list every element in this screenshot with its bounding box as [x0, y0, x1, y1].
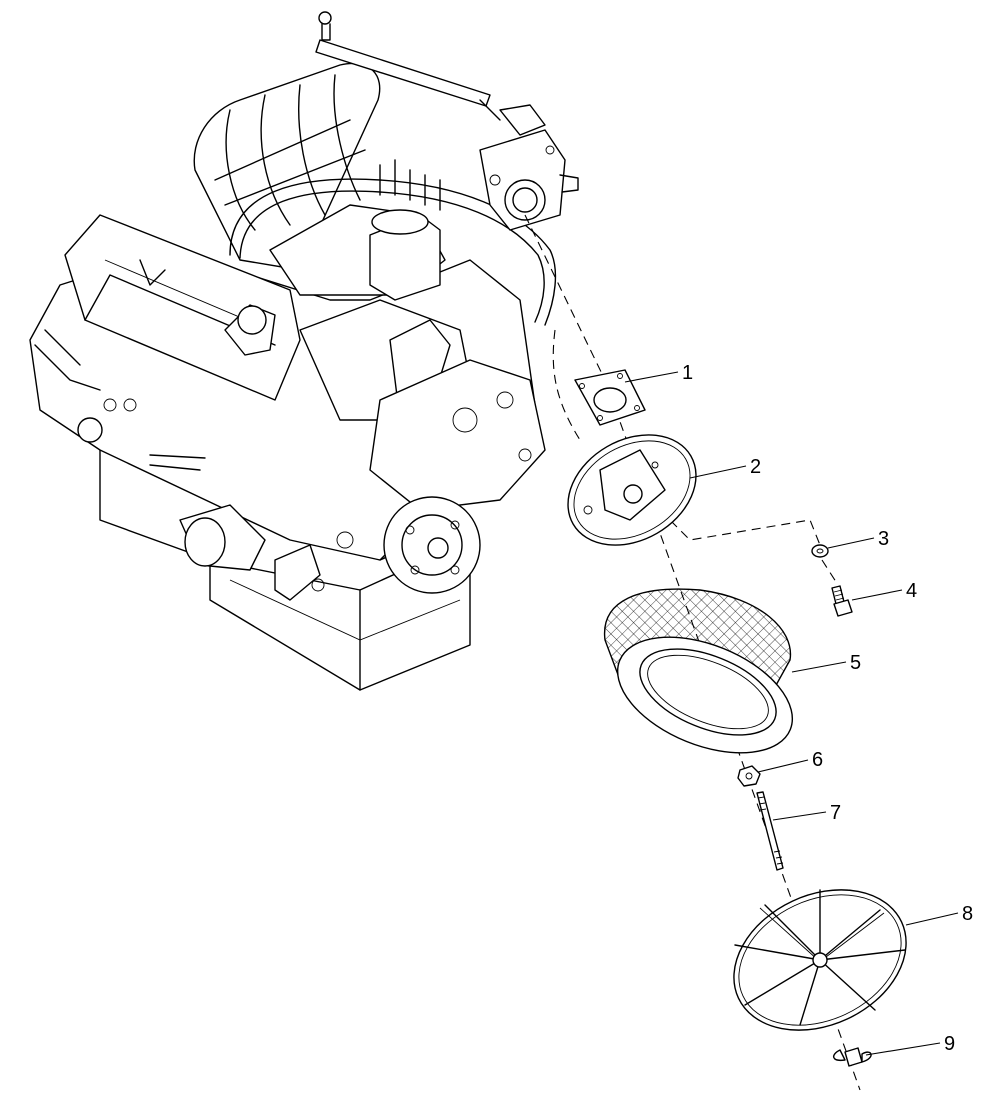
- leader-line-8: [905, 912, 959, 926]
- callout-3: 3: [827, 528, 889, 550]
- callout-label-2: 2: [750, 456, 761, 478]
- bolt-part: [831, 585, 853, 617]
- callout-label-8: 8: [962, 903, 973, 925]
- callout-label-6: 6: [812, 749, 823, 771]
- callout-label-7: 7: [830, 802, 841, 824]
- callout-label-5: 5: [850, 652, 861, 674]
- callout-4: 4: [851, 580, 917, 602]
- engine-block-illustration: [29, 11, 579, 691]
- air-filter-element-part: [603, 588, 794, 754]
- callout-2: 2: [689, 456, 761, 479]
- callout-8: 8: [905, 903, 973, 926]
- leader-line-7: [772, 811, 827, 821]
- callout-label-1: 1: [682, 362, 693, 384]
- leader-line-1: [624, 371, 679, 383]
- callout-5: 5: [791, 652, 861, 674]
- callout-label-9: 9: [944, 1033, 955, 1055]
- stud-part: [756, 791, 784, 871]
- leader-line-3: [827, 537, 875, 549]
- gasket-part: [574, 369, 646, 426]
- callout-label-4: 4: [906, 580, 917, 602]
- callout-1: 1: [624, 362, 693, 384]
- callout-9: 9: [865, 1033, 955, 1056]
- wing-nut-part: [833, 1047, 872, 1067]
- callout-label-3: 3: [878, 528, 889, 550]
- nut-part: [737, 765, 761, 787]
- leader-line-4: [851, 589, 903, 601]
- callout-6: 6: [757, 749, 823, 773]
- washer-part: [811, 544, 829, 558]
- leader-line-2: [689, 465, 747, 479]
- leader-line-9: [865, 1042, 941, 1056]
- leader-line-5: [791, 661, 847, 673]
- leader-line-6: [757, 759, 809, 773]
- air-cleaner-cover-part: [733, 889, 907, 1031]
- air-cleaner-base-part: [567, 434, 697, 546]
- callout-7: 7: [772, 802, 841, 824]
